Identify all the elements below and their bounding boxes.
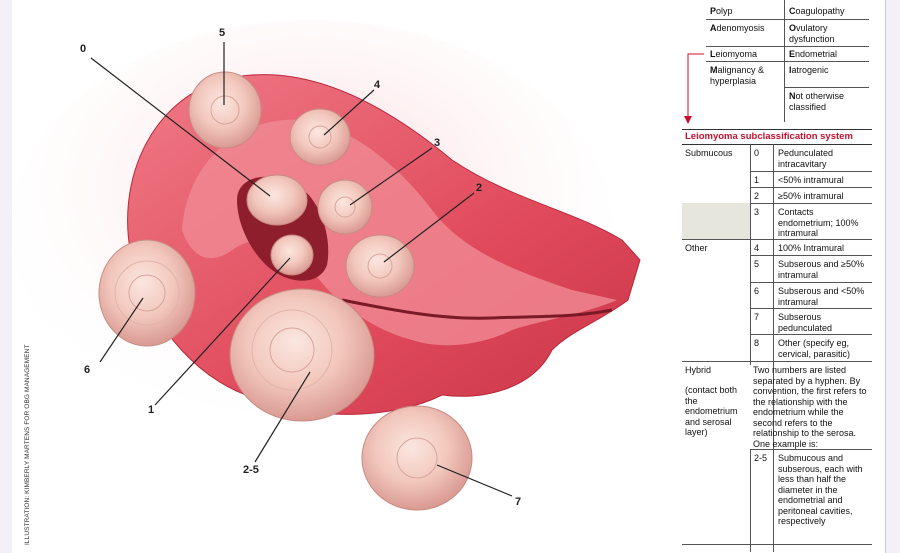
type-0-number: 0 xyxy=(754,148,760,158)
type-1-description: <50% intramural xyxy=(778,175,844,185)
hybrid-description: Submucous and subserous, each with less … xyxy=(778,453,863,526)
leiomyoma-arrow xyxy=(684,53,704,124)
right-frame-border xyxy=(885,0,886,553)
callout-2-5: 2-5 xyxy=(243,464,259,476)
fibroid-2-5 xyxy=(229,288,375,422)
type-8-description: Other (specify eg, cervical, parasitic) xyxy=(778,338,851,359)
palm-row-right-3: Endometrial xyxy=(789,49,838,59)
palm-row-right-2: Ovulatory dysfunction xyxy=(789,23,835,44)
leader-lines xyxy=(90,42,513,497)
type-7-number: 7 xyxy=(754,312,760,322)
uterine-wall-section xyxy=(182,119,617,346)
callout-7: 7 xyxy=(515,496,522,508)
fibroid-7 xyxy=(361,405,473,511)
callout-3: 3 xyxy=(434,137,441,149)
type-3-description: Contacts endometrium; 100% intramural xyxy=(778,207,859,238)
hybrid-sublabel: (contact both the endometrium and serosa… xyxy=(685,385,738,437)
fibroid-3 xyxy=(317,179,373,235)
type-2-description: ≥50% intramural xyxy=(778,191,844,201)
fibroid-4 xyxy=(289,108,351,166)
type-6-number: 6 xyxy=(754,286,760,296)
palm-row-right-5: Not otherwise classified xyxy=(789,91,845,112)
hybrid-number: 2-5 xyxy=(754,453,768,463)
palm-row-left-3: Leiomyoma xyxy=(710,49,758,59)
uterus-fibroid-illustration xyxy=(12,20,641,511)
palm-row-left-1: Polyp xyxy=(710,6,733,16)
subclassification-title: Leiomyoma subclassification system xyxy=(685,131,853,142)
callout-6: 6 xyxy=(84,364,91,376)
classification-table: Polyp Coagulopathy Adenomyosis Ovulatory… xyxy=(682,0,872,553)
shaded-cell xyxy=(682,203,750,239)
fibroid-5 xyxy=(188,71,262,149)
palm-row-right-1: Coagulopathy xyxy=(789,6,845,16)
type-7-description: Subserous pedunculated xyxy=(778,312,833,333)
palm-row-left-2: Adenomyosis xyxy=(710,23,765,33)
type-0-description: Pedunculated intracavitary xyxy=(778,148,834,169)
callout-0: 0 xyxy=(80,43,87,55)
callout-2: 2 xyxy=(476,182,483,194)
type-4-number: 4 xyxy=(754,243,760,253)
fibroid-0 xyxy=(246,174,308,226)
callout-1: 1 xyxy=(148,404,155,416)
type-1-number: 1 xyxy=(754,175,760,185)
group-submucous: Submucous xyxy=(685,148,733,158)
callout-5: 5 xyxy=(219,27,226,39)
fibroid-6 xyxy=(98,239,196,347)
hybrid-explanation: Two numbers are listed separated by a hy… xyxy=(753,365,867,449)
type-2-number: 2 xyxy=(754,191,760,201)
fibroid-2 xyxy=(345,234,415,298)
fibroid-1 xyxy=(270,234,314,276)
cervical-canal xyxy=(341,298,613,320)
group-hybrid: Hybrid xyxy=(685,365,712,375)
type-8-number: 8 xyxy=(754,338,760,348)
type-6-description: Subserous and <50% intramural xyxy=(778,286,865,307)
palm-row-left-4: Malignancy & hyperplasia xyxy=(710,65,765,86)
palm-row-right-4: Iatrogenic xyxy=(789,65,829,75)
group-other: Other xyxy=(685,243,708,253)
type-5-number: 5 xyxy=(754,259,760,269)
type-5-description: Subserous and ≥50% intramural xyxy=(778,259,864,280)
type-4-description: 100% Intramural xyxy=(778,243,845,253)
illustration-credit: ILLUSTRATION: KIMBERLY MARTENS FOR OBG M… xyxy=(24,344,31,545)
callout-4: 4 xyxy=(374,79,381,91)
right-frame xyxy=(886,0,900,553)
left-frame xyxy=(0,0,12,553)
type-3-number: 3 xyxy=(754,207,760,217)
